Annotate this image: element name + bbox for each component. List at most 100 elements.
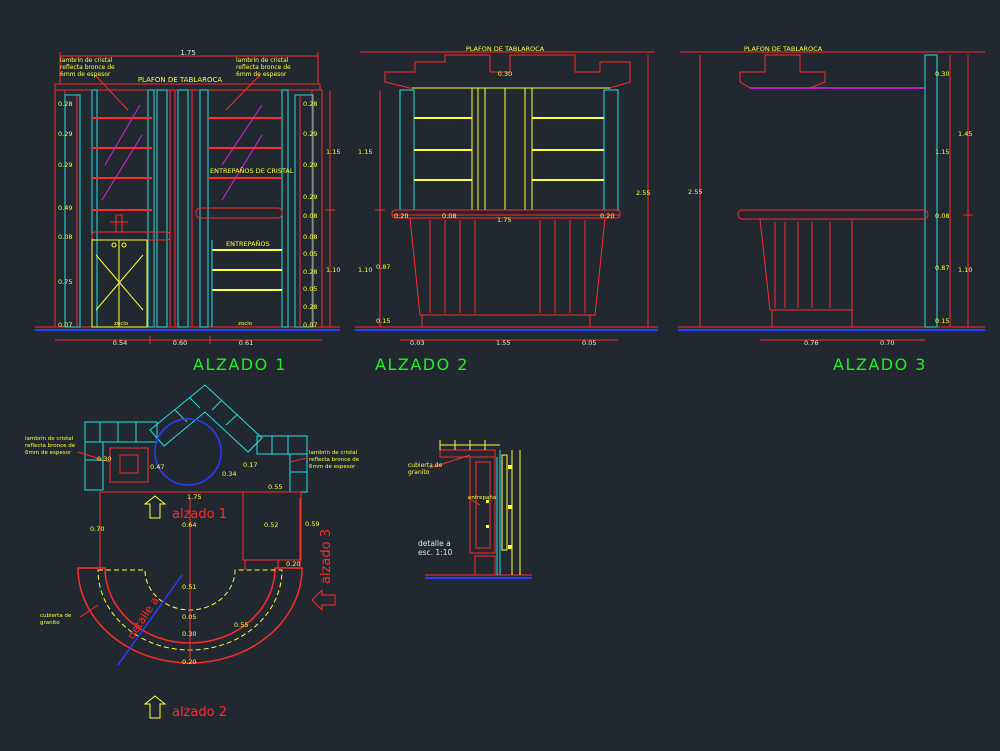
- detail-label-2: esc. 1:10: [418, 548, 452, 557]
- a3-plafon-label: PLAFON DE TABLAROCA: [744, 45, 823, 53]
- plan-note-right-1: lambrín de cristal: [309, 449, 358, 456]
- plan-dim: 0.20: [182, 658, 196, 666]
- plan-dim: 0.17: [243, 461, 257, 469]
- detail-a-texts: cubierta de granito entrepaño detalle a …: [408, 462, 497, 557]
- a3-bottom-dim: 0.70: [880, 339, 894, 347]
- a1-right-dim: 0.07: [303, 321, 317, 329]
- a3-title: ALZADO 3: [833, 355, 927, 374]
- a1-overall-width: 1.75: [180, 49, 196, 57]
- a2-right-total: 2.55: [636, 189, 650, 197]
- plan-dim: 0.30: [97, 455, 111, 463]
- a2-left-lower: 1.10: [358, 266, 372, 274]
- plan-dim: 0.20: [286, 560, 300, 568]
- alzado-3-elevation: [678, 51, 985, 341]
- a3-outer-upper: 1.45: [958, 130, 972, 138]
- a1-note-right-1: lambrín de cristal: [236, 57, 289, 64]
- a2-plafon-label: PLAFON DE TABLAROCA: [466, 45, 545, 53]
- plan-dim: 0.51: [182, 583, 196, 591]
- a1-note-right-3: 6mm de espesor: [236, 71, 287, 78]
- a1-bottom-dim: 0.54: [113, 339, 127, 347]
- plan-view: [77, 384, 336, 719]
- a1-height-upper: 1.15: [326, 148, 340, 156]
- a1-right-dim: 0.29: [303, 161, 317, 169]
- plan-dim: 0.52: [264, 521, 278, 529]
- plan-dim: 0.30: [182, 630, 196, 638]
- a1-zoclo-right: zoclo: [238, 321, 253, 327]
- a1-right-dim: 0.29: [303, 130, 317, 138]
- a2-bottom-dim: 0.03: [410, 339, 424, 347]
- a1-note-left-1: lambrín de cristal: [60, 57, 113, 64]
- a1-note-left-3: 6mm de espesor: [60, 71, 111, 78]
- plan-dim: 0.64: [182, 521, 196, 529]
- a2-dim-175: 1.75: [497, 216, 511, 224]
- a2-dim-020-left: 0.20: [394, 212, 408, 220]
- a1-left-dim: 0.28: [58, 100, 72, 108]
- plan-dim: 0.55: [234, 621, 248, 629]
- plan-alzado1-label: alzado 1: [172, 507, 227, 522]
- a1-bottom-dim: 0.61: [239, 339, 253, 347]
- a2-dim-015: 0.15: [376, 317, 390, 325]
- a2-left-upper: 1.15: [358, 148, 372, 156]
- plan-dim: 1.75: [187, 493, 201, 501]
- plan-dim: 0.47: [150, 463, 164, 471]
- alzado-2-elevation: [355, 51, 658, 341]
- a3-outer-lower: 1.10: [958, 266, 972, 274]
- a1-bottom-dim: 0.60: [173, 339, 187, 347]
- a3-right-dim: 0.08: [935, 212, 949, 220]
- a2-title: ALZADO 2: [375, 355, 469, 374]
- plan-alzado3-label: alzado 3: [319, 529, 334, 584]
- plan-alzado2-label: alzado 2: [172, 705, 227, 720]
- a3-right-dim: 0.30: [935, 70, 949, 78]
- a1-left-dim: 0.29: [58, 130, 72, 138]
- a1-right-dim: 0.08: [303, 212, 317, 220]
- plan-note-left-2: reflecta bronce de: [25, 443, 76, 449]
- a1-note-left-2: reflecta bronce de: [60, 64, 115, 71]
- a1-right-dims: 0.28 0.29 0.29 0.29 0.08 0.08 0.05 0.28 …: [303, 100, 317, 329]
- a3-bottom-dim: 0.76: [804, 339, 818, 347]
- plan-note-right-3: 6mm de espesor: [309, 464, 356, 470]
- a1-right-dim: 0.05: [303, 250, 317, 258]
- alzado-1-texts: 1.75 PLAFON DE TABLAROCA lambrín de cris…: [58, 49, 340, 374]
- a1-entrepanos: ENTREPAÑOS: [226, 239, 270, 248]
- a1-zoclo-left: zoclo: [114, 321, 129, 327]
- a1-plafon-label: PLAFON DE TABLAROCA: [138, 76, 223, 84]
- a1-note-right-2: reflecta bronce de: [236, 64, 291, 71]
- detail-a-section: [425, 440, 532, 579]
- a1-right-dim: 0.29: [303, 193, 317, 201]
- a1-left-dim: 0.08: [58, 233, 72, 241]
- plan-dim: 0.59: [305, 520, 319, 528]
- a1-title: ALZADO 1: [193, 355, 287, 374]
- a1-left-dim: 0.49: [58, 204, 72, 212]
- a1-right-dim: 0.28: [303, 100, 317, 108]
- detail-granite-2: granito: [408, 469, 430, 476]
- a1-right-dim: 0.28: [303, 268, 317, 276]
- plan-detalle-label: detalle a: [125, 594, 162, 641]
- a1-right-dim: 0.05: [303, 285, 317, 293]
- a3-right-dim: 0.15: [935, 317, 949, 325]
- a2-bottom-dim: 0.05: [582, 339, 596, 347]
- a2-dim-008: 0.08: [442, 212, 456, 220]
- alzado-1-elevation: [35, 52, 340, 344]
- a3-right-dim: 0.87: [935, 264, 949, 272]
- plan-dim: 0.70: [90, 525, 104, 533]
- a1-left-dim: 0.75: [58, 278, 72, 286]
- a1-left-dims: 0.28 0.29 0.29 0.49 0.08 0.75 0.07: [58, 100, 72, 329]
- plan-note-left-3: 6mm de espesor: [25, 450, 72, 456]
- a3-left-total: 2.55: [688, 188, 702, 196]
- alzado-3-texts: PLAFON DE TABLAROCA 2.55 0.30 1.15 0.08 …: [688, 45, 972, 374]
- a1-left-dim: 0.07: [58, 321, 72, 329]
- a2-dim-087: 0.87: [376, 263, 390, 271]
- plan-dim: 0.05: [182, 613, 196, 621]
- detail-label-1: detalle a: [418, 539, 451, 548]
- plan-granite-note-2: granito: [40, 620, 60, 626]
- detail-granite-1: cubierta de: [408, 462, 442, 469]
- a1-left-dim: 0.29: [58, 161, 72, 169]
- plan-note-left-1: lambrín de cristal: [25, 435, 74, 442]
- plan-note-right-2: reflecta bronce de: [309, 457, 360, 463]
- a2-dim-020-right: 0.20: [600, 212, 614, 220]
- a1-height-lower: 1.10: [326, 266, 340, 274]
- a2-bottom-dim: 1.55: [496, 339, 510, 347]
- a1-entrepanos-cristal: ENTREPAÑOS DE CRISTAL: [210, 166, 294, 175]
- plan-dim: 0.55: [268, 483, 282, 491]
